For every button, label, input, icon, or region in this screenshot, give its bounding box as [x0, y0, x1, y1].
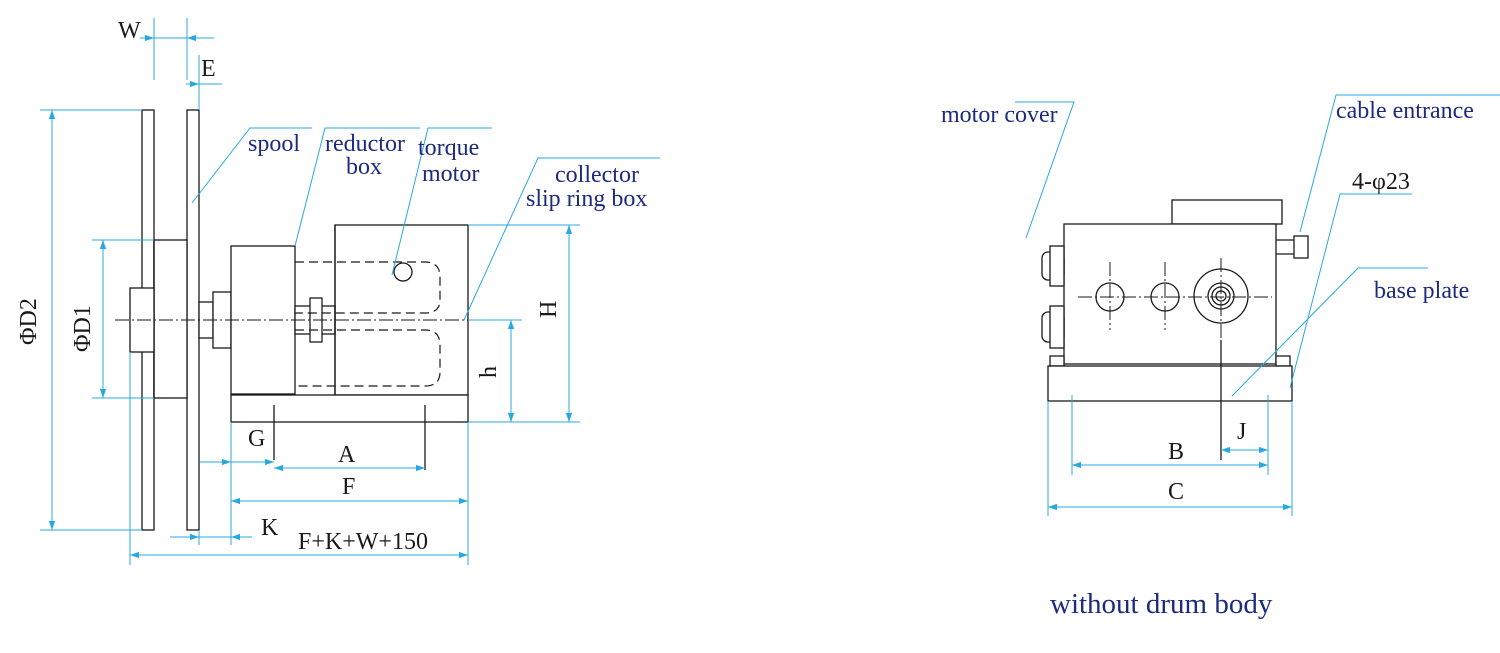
collector-box: [334, 224, 469, 396]
label-reductor-line1: reductor: [325, 131, 405, 157]
torque-motor-outline-lower: [295, 329, 441, 387]
dim-h-upper: H: [536, 301, 562, 318]
base-plate-side: [230, 394, 469, 423]
label-collector-line1: collector: [555, 162, 639, 188]
label-torque-line2: motor: [422, 161, 479, 187]
cable-gland: [1293, 235, 1309, 259]
dim-f: F: [342, 474, 355, 500]
label-base-plate: base plate: [1374, 278, 1469, 304]
base-plate-end: [1047, 365, 1293, 402]
dim-b: B: [1168, 439, 1184, 465]
reductor-box: [230, 245, 296, 395]
label-collector-line2: slip ring box: [526, 186, 647, 212]
dim-h-lower: h: [476, 366, 502, 378]
label-holes: 4-φ23: [1352, 169, 1410, 195]
dim-d1: ΦD1: [70, 305, 96, 352]
end-view-body: [1063, 223, 1277, 365]
dim-j: J: [1237, 419, 1246, 445]
spool-core: [153, 239, 188, 399]
dim-c: C: [1168, 479, 1184, 505]
dim-a: A: [338, 442, 356, 468]
dim-e: E: [201, 56, 216, 82]
dim-d2: ΦD2: [16, 298, 42, 345]
dim-total: F+K+W+150: [298, 529, 428, 555]
label-cable-entrance: cable entrance: [1336, 98, 1474, 124]
label-motor-cover: motor cover: [941, 102, 1058, 128]
label-spool: spool: [248, 131, 300, 157]
cable-entrance-box: [1171, 199, 1283, 225]
caption-without-drum-body: without drum body: [1050, 588, 1273, 620]
end-view: B C J motor cover cable entrance 4-φ23 b…: [941, 94, 1500, 620]
label-torque-line1: torque: [418, 135, 479, 161]
dim-k: K: [261, 515, 279, 541]
dim-g: G: [248, 426, 265, 452]
dim-w: W: [118, 18, 141, 44]
side-view: W E ΦD2 ΦD1 H h G A F: [16, 18, 660, 565]
label-reductor-line2: box: [346, 154, 382, 180]
torque-motor-hole: [393, 262, 413, 282]
